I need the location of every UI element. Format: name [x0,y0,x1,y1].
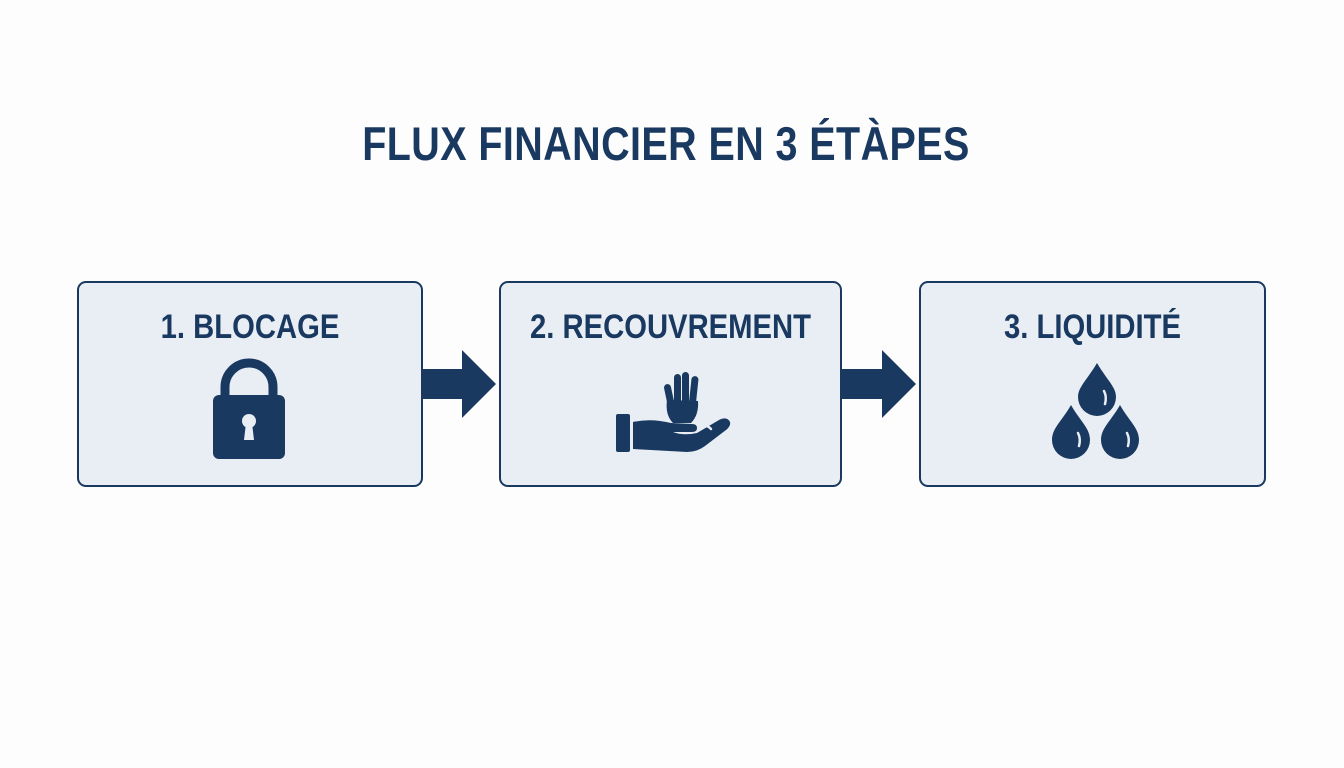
padlock-icon [213,358,285,459]
arrow-right-icon [422,350,496,418]
step-box-liquidite: 3. LIQUIDITÉ [919,281,1266,487]
step-label-liquidite: 3. LIQUIDITÉ [1003,308,1182,346]
water-drops-icon [1052,363,1139,459]
diagram-title: FLUX FINANCIER EN 3 ÉTÀPES [362,117,970,170]
hand-receiving-icon [616,372,731,452]
step-box-recouvrement: 2. RECOUVREMENT [499,281,842,487]
step-box-blocage: 1. BLOCAGE [77,281,423,487]
step-label-blocage: 1. BLOCAGE [160,308,340,346]
step-label-recouvrement: 2. RECOUVREMENT [529,308,812,346]
arrow-right-icon [842,350,916,418]
